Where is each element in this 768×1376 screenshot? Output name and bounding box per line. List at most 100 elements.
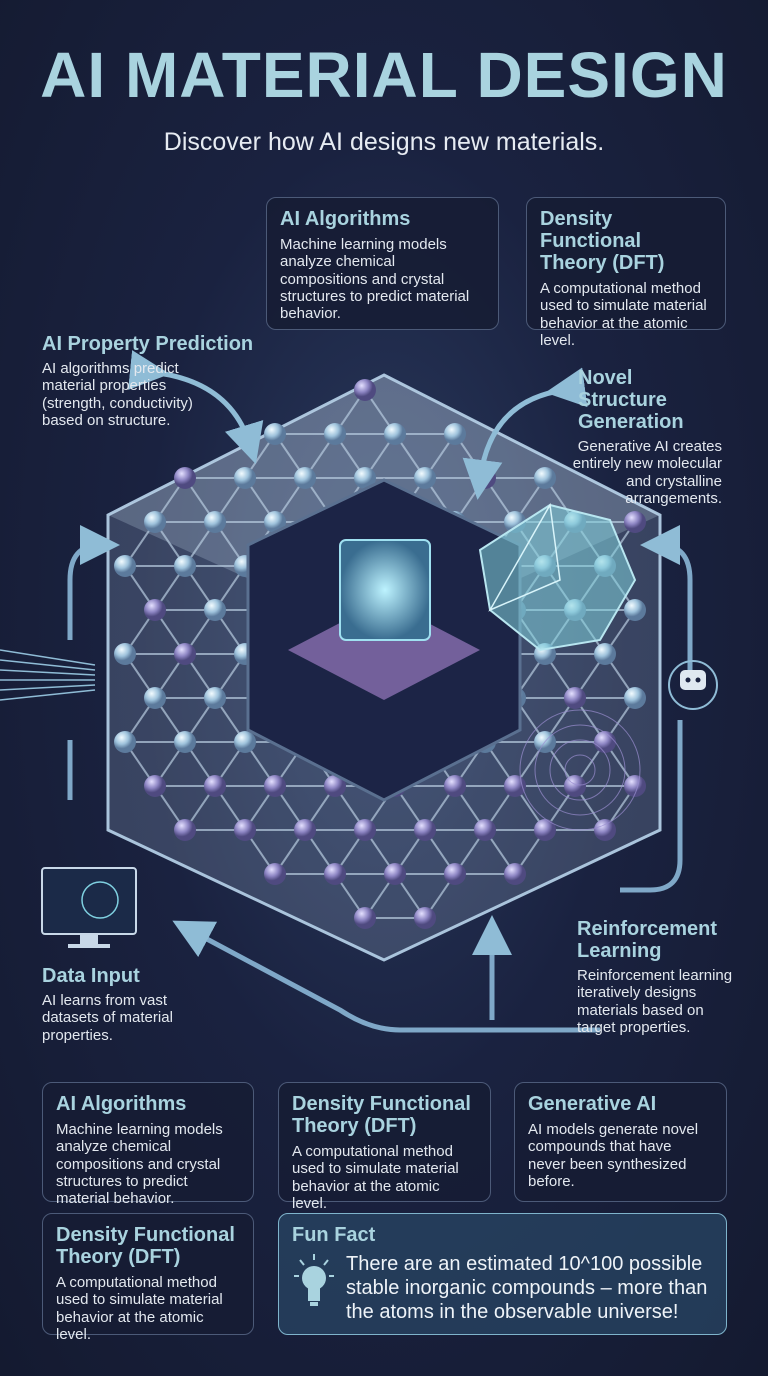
lattice-atom — [504, 863, 526, 885]
info-box-dft-2: Density Functional Theory (DFT) A comput… — [42, 1213, 254, 1343]
lattice-atom — [324, 775, 346, 797]
core-crystal — [339, 539, 431, 641]
page-subtitle: Discover how AI designs new materials. — [163, 128, 605, 156]
label-title: Data Input — [42, 965, 140, 987]
novel-crystal-cluster — [478, 502, 637, 652]
info-box-ai-algorithms-top: AI Algorithms Machine learning models an… — [266, 197, 499, 330]
lattice-atom — [114, 555, 136, 577]
fun-fact-title: Fun Fact — [292, 1224, 376, 1246]
lattice-atom — [534, 819, 556, 841]
lattice-atom — [354, 907, 376, 929]
lattice-atom — [354, 379, 376, 401]
lattice-atom — [444, 775, 466, 797]
lattice-atom — [594, 643, 616, 665]
label-title: Novel Structure Generation — [578, 367, 684, 433]
cycle-arrow-bottom — [190, 720, 683, 1033]
label-novel-structure: Novel Structure Generation Generative AI… — [560, 367, 722, 507]
lattice-atom — [414, 907, 436, 929]
lattice-atom — [504, 775, 526, 797]
box-text: A computational method used to simulate … — [540, 280, 707, 349]
lattice-atom — [144, 599, 166, 621]
label-property-prediction: AI Property Prediction AI algorithms pre… — [42, 333, 262, 429]
lattice-atom — [174, 555, 196, 577]
property-arrow — [128, 350, 264, 465]
cycle-arrow-right — [640, 525, 693, 690]
lattice-atom — [624, 511, 646, 533]
label-data-input: Data Input AI learns from vast datasets … — [42, 965, 192, 1044]
core-glow — [288, 600, 480, 700]
lattice-atom — [144, 775, 166, 797]
lattice-atom — [564, 687, 586, 709]
lattice-atom — [234, 731, 256, 753]
label-title: Reinforcement Learning — [577, 918, 718, 962]
lattice-atom — [204, 599, 226, 621]
data-stream-lines — [0, 649, 96, 701]
lattice-atom — [444, 423, 466, 445]
cycle-arrow-left — [67, 545, 100, 800]
lattice-atom — [384, 423, 406, 445]
box-title: Density Functional Theory (DFT) — [292, 1093, 471, 1137]
box-title: Density Functional Theory (DFT) — [56, 1224, 235, 1268]
lattice-atom — [594, 731, 616, 753]
lattice-atom — [294, 819, 316, 841]
box-title: AI Algorithms — [280, 208, 411, 230]
lattice-atom — [174, 467, 196, 489]
lattice-atom — [444, 863, 466, 885]
info-box-dft: Density Functional Theory (DFT) A comput… — [278, 1082, 491, 1212]
lattice-atom — [414, 819, 436, 841]
lattice-atom — [384, 863, 406, 885]
lattice-atom — [114, 731, 136, 753]
label-text: Reinforcement learning iteratively desig… — [577, 967, 733, 1036]
box-text: A computational method used to simulate … — [292, 1143, 459, 1212]
label-title: AI Property Prediction — [42, 333, 254, 355]
robot-icon — [668, 660, 718, 710]
lattice-atom — [534, 467, 556, 489]
label-text: Generative AI creates entirely new molec… — [572, 438, 722, 507]
lattice-atom — [414, 467, 436, 489]
box-text: Machine learning models analyze chemical… — [280, 236, 470, 322]
lattice-atom — [264, 423, 286, 445]
spiral-pattern — [519, 709, 641, 831]
lattice-atom — [204, 775, 226, 797]
lattice-atom — [204, 511, 226, 533]
box-title: Generative AI — [528, 1093, 657, 1115]
lattice-atom — [354, 819, 376, 841]
lattice-atom — [144, 511, 166, 533]
page-title: AI MATERIAL DESIGN — [40, 39, 728, 111]
lattice-atom — [324, 423, 346, 445]
lattice-atom — [264, 511, 286, 533]
info-box-ai-algorithms: AI Algorithms Machine learning models an… — [42, 1082, 254, 1207]
lattice-atom — [234, 819, 256, 841]
fun-fact-box: Fun Fact There are an estimated 10^100 p… — [278, 1213, 727, 1335]
label-reinforcement-learning: Reinforcement Learning Reinforcement lea… — [577, 918, 737, 1036]
box-title: Density Functional Theory (DFT) — [540, 208, 665, 274]
box-text: Machine learning models analyze chemical… — [56, 1121, 223, 1207]
lattice-atom — [624, 687, 646, 709]
lattice-atom — [624, 599, 646, 621]
info-box-generative-ai: Generative AI AI models generate novel c… — [514, 1082, 727, 1202]
lattice-atom — [264, 863, 286, 885]
box-title: AI Algorithms — [56, 1093, 187, 1115]
label-text: AI learns from vast datasets of material… — [42, 992, 173, 1044]
lattice-atom — [354, 467, 376, 489]
lattice-atom — [144, 687, 166, 709]
lattice-atom — [294, 467, 316, 489]
box-text: AI models generate novel compounds that … — [528, 1121, 699, 1190]
lattice-atom — [174, 819, 196, 841]
lattice-atom — [174, 731, 196, 753]
info-box-dft-top: Density Functional Theory (DFT) A comput… — [526, 197, 726, 349]
lattice-atom — [594, 819, 616, 841]
monitor-icon — [41, 867, 137, 948]
lattice-atom — [324, 863, 346, 885]
lattice-atom — [204, 687, 226, 709]
lattice-atom — [474, 467, 496, 489]
lattice-atom — [174, 643, 196, 665]
lightbulb-icon — [294, 1254, 334, 1306]
lattice-atom — [624, 775, 646, 797]
box-text: A computational method used to simulate … — [56, 1274, 223, 1343]
lattice-atom — [474, 819, 496, 841]
label-text: AI algorithms predict material propertie… — [42, 360, 193, 429]
lattice-atom — [264, 775, 286, 797]
fun-fact-text: There are an estimated 10^100 possible s… — [346, 1253, 708, 1323]
